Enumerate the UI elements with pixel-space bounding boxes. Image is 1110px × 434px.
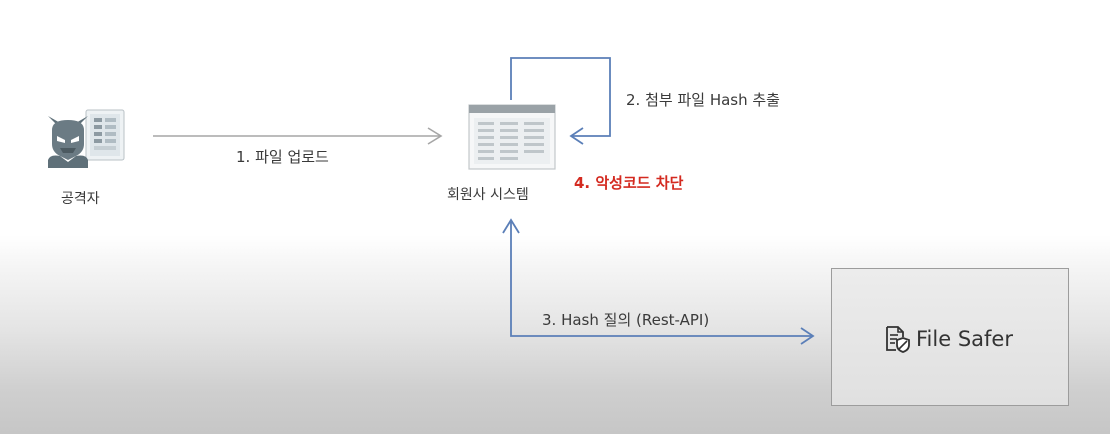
step-upload-label: 1. 파일 업로드 <box>236 148 329 166</box>
attacker-label: 공격자 <box>61 191 100 207</box>
step-hash-query-label: 3. Hash 질의 (Rest-API) <box>542 311 710 329</box>
document-shield-icon <box>886 326 910 353</box>
file-safer-node: File Safer <box>831 268 1069 406</box>
file-safer-label: File Safer <box>916 327 1013 351</box>
member-system-label: 회원사 시스템 <box>447 187 529 203</box>
attacker-node <box>42 104 132 180</box>
file-safer-content: File Safer <box>884 325 1013 353</box>
upload-arrow <box>153 127 443 145</box>
hash-query-arrow <box>502 218 815 345</box>
step-block-label: 4. 악성코드 차단 <box>574 174 684 192</box>
hash-extract-loop-arrow <box>510 57 611 145</box>
step-hash-extract-label: 2. 첨부 파일 Hash 추출 <box>626 91 780 109</box>
devil-server-icon <box>48 109 125 168</box>
web-window-icon <box>468 104 556 170</box>
member-system-node <box>468 104 556 170</box>
